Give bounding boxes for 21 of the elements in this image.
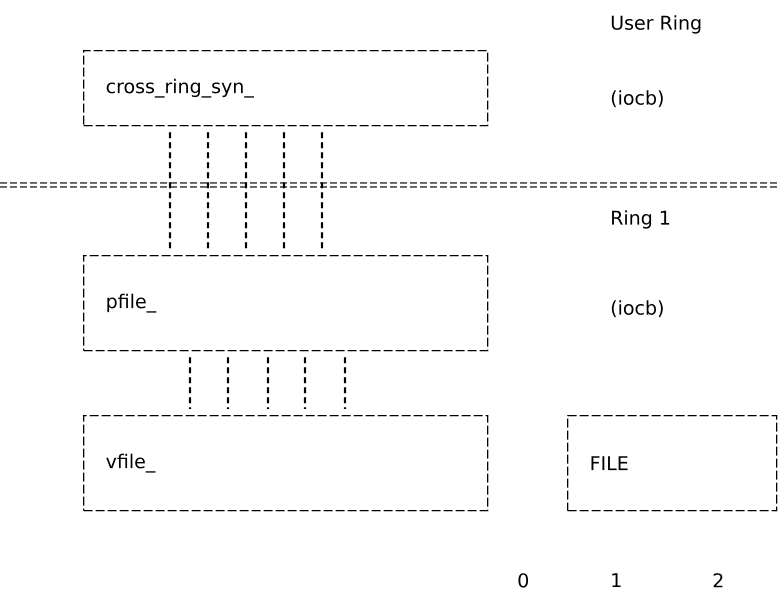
ring-label: (iocb) (612, 300, 663, 318)
connector-line (168, 132, 172, 249)
connector-line (320, 132, 324, 249)
program-box: pfile_ (83, 255, 488, 352)
ring-label: 2 (714, 573, 722, 588)
connector-line (266, 357, 270, 409)
ring-label: 0 (518, 573, 528, 588)
ring-label: Ring 1 (612, 210, 670, 229)
connector-line (344, 357, 346, 409)
program-box: vfile_ (83, 415, 488, 512)
ring-label: 1 (612, 573, 621, 588)
program-box: FILE (567, 415, 778, 512)
connector-line (244, 132, 248, 249)
program-box: cross_ring_syn_ (83, 50, 488, 126)
connector-line (282, 132, 286, 249)
connector-line (188, 357, 192, 409)
ring-label: User Ring (612, 15, 700, 34)
ring-label: (iocb) (612, 90, 663, 108)
connector-line (226, 357, 230, 409)
connector-line (304, 357, 306, 409)
connector-line (206, 132, 210, 249)
